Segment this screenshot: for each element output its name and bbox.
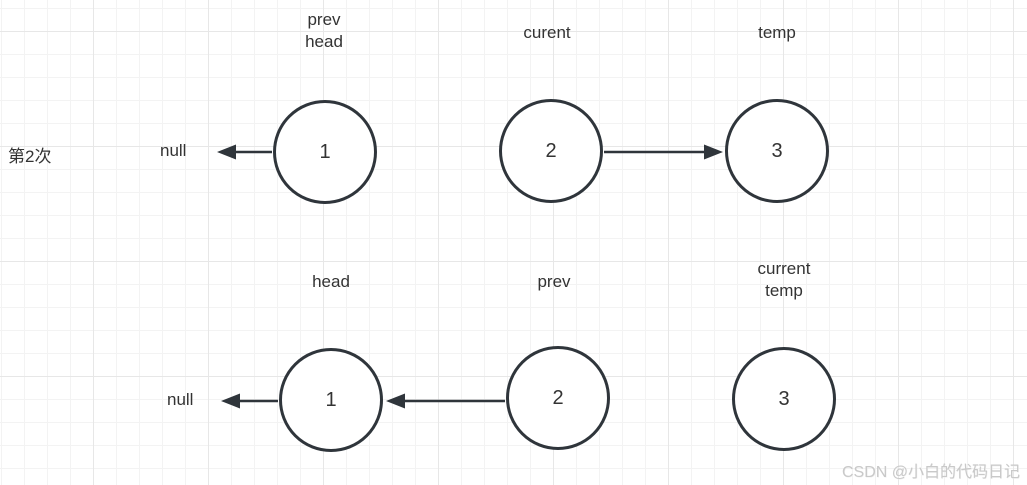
list-node-bottom-3: 3 xyxy=(732,347,836,451)
list-node-bottom-2: 2 xyxy=(506,346,610,450)
watermark: CSDN @小白的代码日记 xyxy=(841,464,1020,481)
list-node-top-2: 2 xyxy=(499,99,603,203)
pointer-label-line: prev xyxy=(307,10,341,29)
pointer-label-bottom-node2: prev xyxy=(537,272,571,291)
arrow-bottom-node1-to-null xyxy=(221,393,278,409)
pointer-label-bottom-node1: head xyxy=(312,272,350,291)
null-label-bottom: null xyxy=(167,390,194,409)
pointer-label-bottom-node3: current temp xyxy=(734,258,834,302)
node-value: 3 xyxy=(771,139,783,162)
node-value: 3 xyxy=(778,387,790,410)
step-label: 第2次 xyxy=(8,147,52,166)
arrow-top-node2-to-node3 xyxy=(604,144,723,160)
pointer-label-line: head xyxy=(305,32,343,51)
pointer-label-line: temp xyxy=(765,281,803,300)
list-node-bottom-1: 1 xyxy=(279,348,383,452)
null-label-top: null xyxy=(160,141,187,160)
node-value: 1 xyxy=(325,388,337,411)
arrow-bottom-node2-to-node1 xyxy=(386,393,505,409)
pointer-label-top-node1: prev head xyxy=(274,9,374,53)
pointer-label-top-node2: curent xyxy=(523,23,571,42)
node-value: 2 xyxy=(552,386,564,409)
node-value: 1 xyxy=(319,140,331,163)
arrow-top-node1-to-null xyxy=(217,144,272,160)
pointer-label-top-node3: temp xyxy=(758,23,796,42)
node-value: 2 xyxy=(545,139,557,162)
list-node-top-1: 1 xyxy=(273,100,377,204)
list-node-top-3: 3 xyxy=(725,99,829,203)
pointer-label-line: current xyxy=(757,259,811,278)
